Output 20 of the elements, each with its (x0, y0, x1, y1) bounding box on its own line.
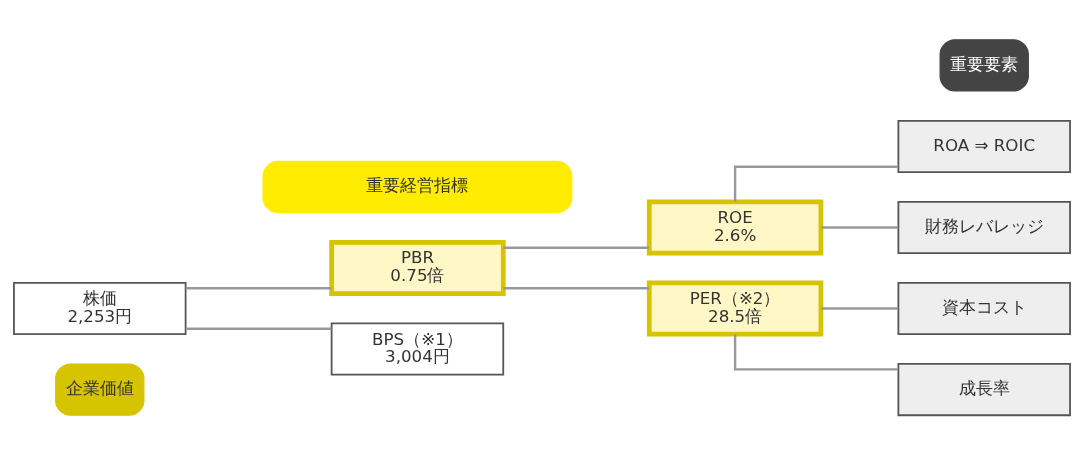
connector (733, 333, 899, 371)
node-box: 重要要素 (939, 38, 1029, 92)
connector (185, 286, 332, 289)
node-box: BPS（※1） 3,004円 (330, 322, 505, 376)
connector (503, 246, 650, 249)
node-box: 資本コスト (897, 281, 1071, 335)
node-box: 株価 2,253円 (13, 281, 187, 335)
connector (185, 327, 332, 330)
connector (821, 225, 899, 229)
node-box: PBR 0.75倍 (329, 239, 506, 296)
node-box: ROA ⇒ ROIC (897, 119, 1071, 173)
connector (503, 286, 650, 289)
node-box: 企業価値 (55, 362, 145, 416)
node-box: 成長率 (897, 362, 1071, 416)
node-box: ROE 2.6% (646, 199, 824, 255)
connector (733, 165, 899, 202)
node-box: PER（※2） 28.5倍 (646, 280, 824, 337)
node-box: 財務レバレッジ (897, 200, 1071, 254)
connector (821, 306, 899, 310)
node-box: 重要経営指標 (262, 160, 573, 213)
